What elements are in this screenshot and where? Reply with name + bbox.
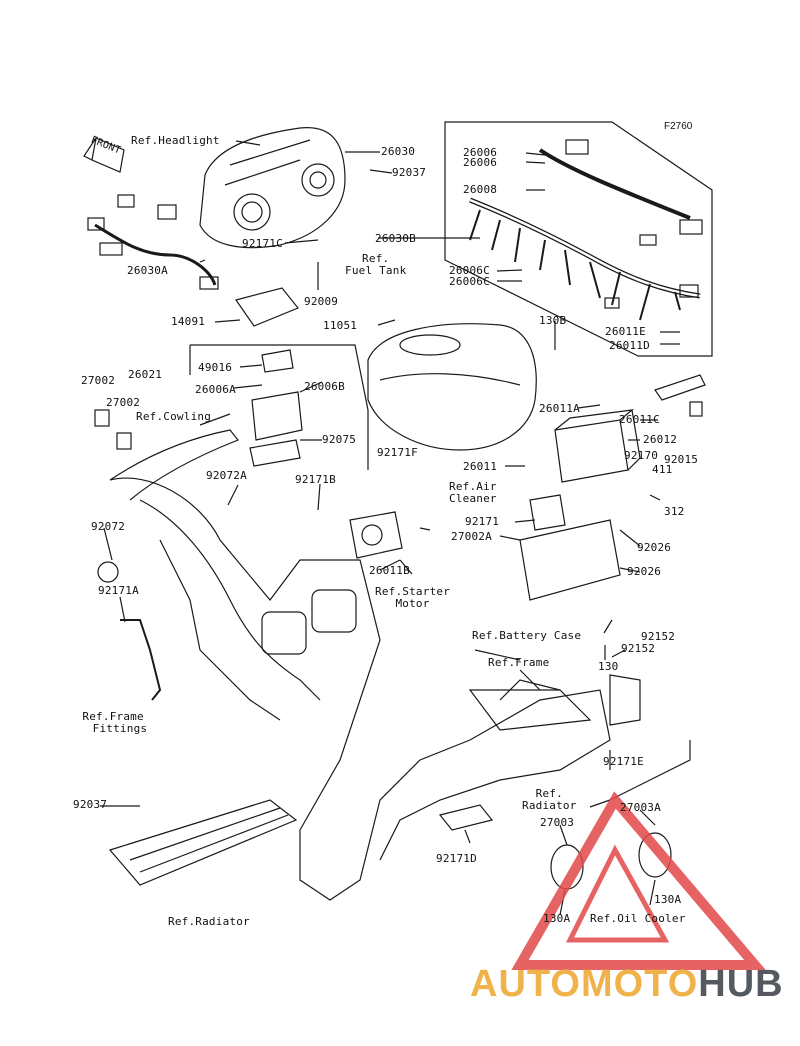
harness-connector [565, 139, 589, 155]
label-130B: 130B [539, 314, 567, 327]
label-92075: 92075 [322, 433, 357, 446]
label-26011E: 26011E [605, 325, 646, 338]
label-130A-b: 130A [654, 893, 682, 906]
label-26011A: 26011A [539, 402, 580, 415]
label-26030A: 26030A [127, 264, 168, 277]
watermark-part2: HUB [698, 963, 784, 1005]
headlight-housing [199, 127, 346, 249]
subharness-26030a [94, 223, 217, 286]
label-92171A: 92171A [98, 584, 139, 597]
label-ref-starter-motor: Ref.Starter Motor [375, 585, 451, 610]
label-49016: 49016 [198, 361, 233, 374]
label-ref-cowling: Ref.Cowling [136, 410, 212, 423]
label-312: 312 [664, 505, 685, 518]
label-26011: 26011 [463, 460, 498, 473]
harness-inset-box [444, 121, 713, 357]
label-26006-a: 26006 [463, 146, 498, 159]
label-ref-radiator-left: Ref.Radiator [168, 915, 250, 928]
label-27002-b: 27002 [106, 396, 141, 409]
battery-case [519, 519, 621, 601]
label-26012: 26012 [643, 433, 678, 446]
bracket-26011c [654, 374, 706, 401]
watermark-logo [511, 791, 766, 970]
label-27002-a: 27002 [81, 374, 116, 387]
label-26006C-a: 26006C [449, 264, 490, 277]
label-92171E: 92171E [603, 755, 644, 768]
harness-branch [538, 148, 691, 220]
label-11051: 11051 [323, 319, 358, 332]
label-26008: 26008 [463, 183, 498, 196]
front-arrow-shape [83, 137, 125, 173]
label-26006C-b: 26006C [449, 275, 490, 288]
label-92026-a: 92026 [637, 541, 672, 554]
label-ref-fuel-tank: Ref. Fuel Tank [345, 252, 407, 277]
main-frame [109, 477, 611, 901]
fuel-tank [367, 323, 537, 451]
label-92152-a: 92152 [641, 630, 676, 643]
label-92170: 92170 [624, 449, 659, 462]
label-92037-bottom: 92037 [73, 798, 108, 811]
cover-14091 [235, 287, 299, 327]
radiator-guard [108, 799, 298, 886]
label-26006B: 26006B [304, 380, 345, 393]
aircleaner-bracket [349, 511, 403, 559]
label-92072A: 92072A [206, 469, 247, 482]
label-130A-a: 130A [543, 912, 571, 925]
label-92037-top: 92037 [392, 166, 427, 179]
label-130: 130 [598, 660, 619, 673]
label-92171B: 92171B [295, 473, 336, 486]
label-26011B: 26011B [369, 564, 410, 577]
label-26011D: 26011D [609, 339, 650, 352]
label-27002A: 27002A [451, 530, 492, 543]
label-ref-battery-case: Ref.Battery Case [472, 629, 582, 642]
label-92152-b: 92152 [621, 642, 656, 655]
label-ref-air-cleaner: Ref.Air Cleaner [449, 480, 497, 505]
label-27003: 27003 [540, 816, 575, 829]
label-26021: 26021 [128, 368, 163, 381]
label-26030: 26030 [381, 145, 416, 158]
label-92009: 92009 [304, 295, 339, 308]
label-92015: 92015 [664, 453, 699, 466]
label-14091: 14091 [171, 315, 206, 328]
label-ref-oil-cooler: Ref.Oil Cooler [590, 912, 686, 925]
figure-ref-code: F2760 [664, 121, 693, 132]
label-ref-radiator-right: Ref. Radiator [522, 787, 577, 812]
label-26006A: 26006A [195, 383, 236, 396]
watermark-text: AUTOMOTOHUB [470, 964, 784, 1004]
label-92171C: 92171C [242, 237, 283, 250]
relay-box [251, 391, 303, 441]
cowling-bracket [109, 429, 239, 501]
label-ref-frame: Ref.Frame [488, 656, 550, 669]
label-92171D: 92171D [436, 852, 477, 865]
label-ref-frame-fittings: Ref.Frame Fittings [82, 710, 148, 735]
horn-right [638, 832, 672, 878]
label-26011C: 26011C [619, 413, 660, 426]
label-26006-b: 26006 [463, 156, 498, 169]
label-26030B: 26030B [375, 232, 416, 245]
battery [554, 419, 629, 483]
label-92171: 92171 [465, 515, 500, 528]
label-92171F: 92171F [377, 446, 418, 459]
label-92072: 92072 [91, 520, 126, 533]
label-27003A: 27003A [620, 801, 661, 814]
label-ref-headlight: Ref.Headlight [131, 134, 220, 147]
label-92026-b: 92026 [627, 565, 662, 578]
label-411: 411 [652, 463, 673, 476]
watermark-part1: AUTOMOTO [470, 963, 699, 1005]
